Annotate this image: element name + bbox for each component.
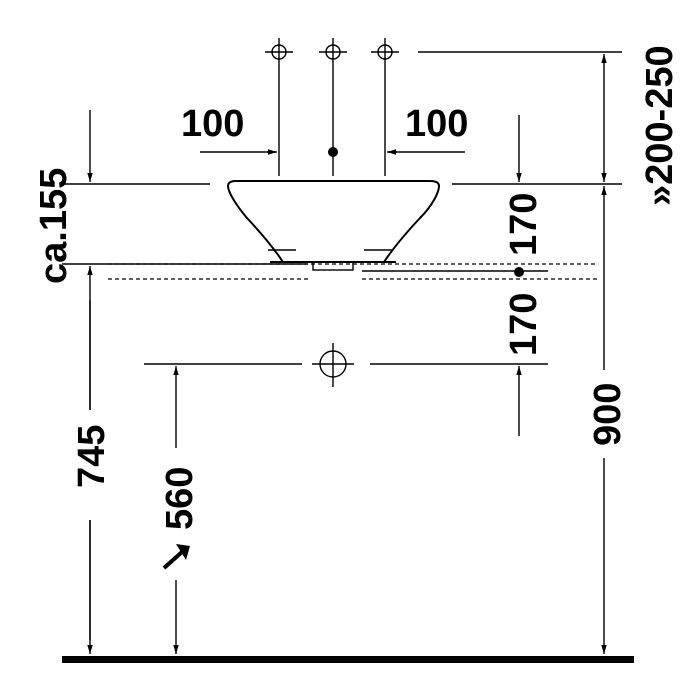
- tap-center-dot: [328, 147, 338, 157]
- tap-symbol-left: [265, 38, 293, 66]
- drain-dot: [514, 267, 524, 277]
- spacing-left-label: 100: [181, 103, 244, 145]
- tap-height-label: »200-250: [639, 45, 681, 206]
- tap-symbol-right: [371, 38, 399, 66]
- waste-pipe-symbol: [312, 343, 354, 387]
- counter-height-label: 745: [71, 425, 113, 488]
- washbasin-bowl: [226, 180, 441, 271]
- waste-height-label: 560: [159, 467, 201, 530]
- drain-lower-label: 170: [503, 293, 545, 356]
- tap-symbol-center: [319, 38, 347, 66]
- direction-arrow-icon: [162, 544, 190, 570]
- floor-line: [62, 656, 634, 663]
- spacing-right-label: 100: [405, 103, 468, 145]
- bowl-height-label: ca.155: [33, 168, 75, 284]
- drain-upper-label: 170: [503, 193, 545, 256]
- drain-outlet: [312, 261, 354, 271]
- total-height-label: 900: [587, 383, 629, 446]
